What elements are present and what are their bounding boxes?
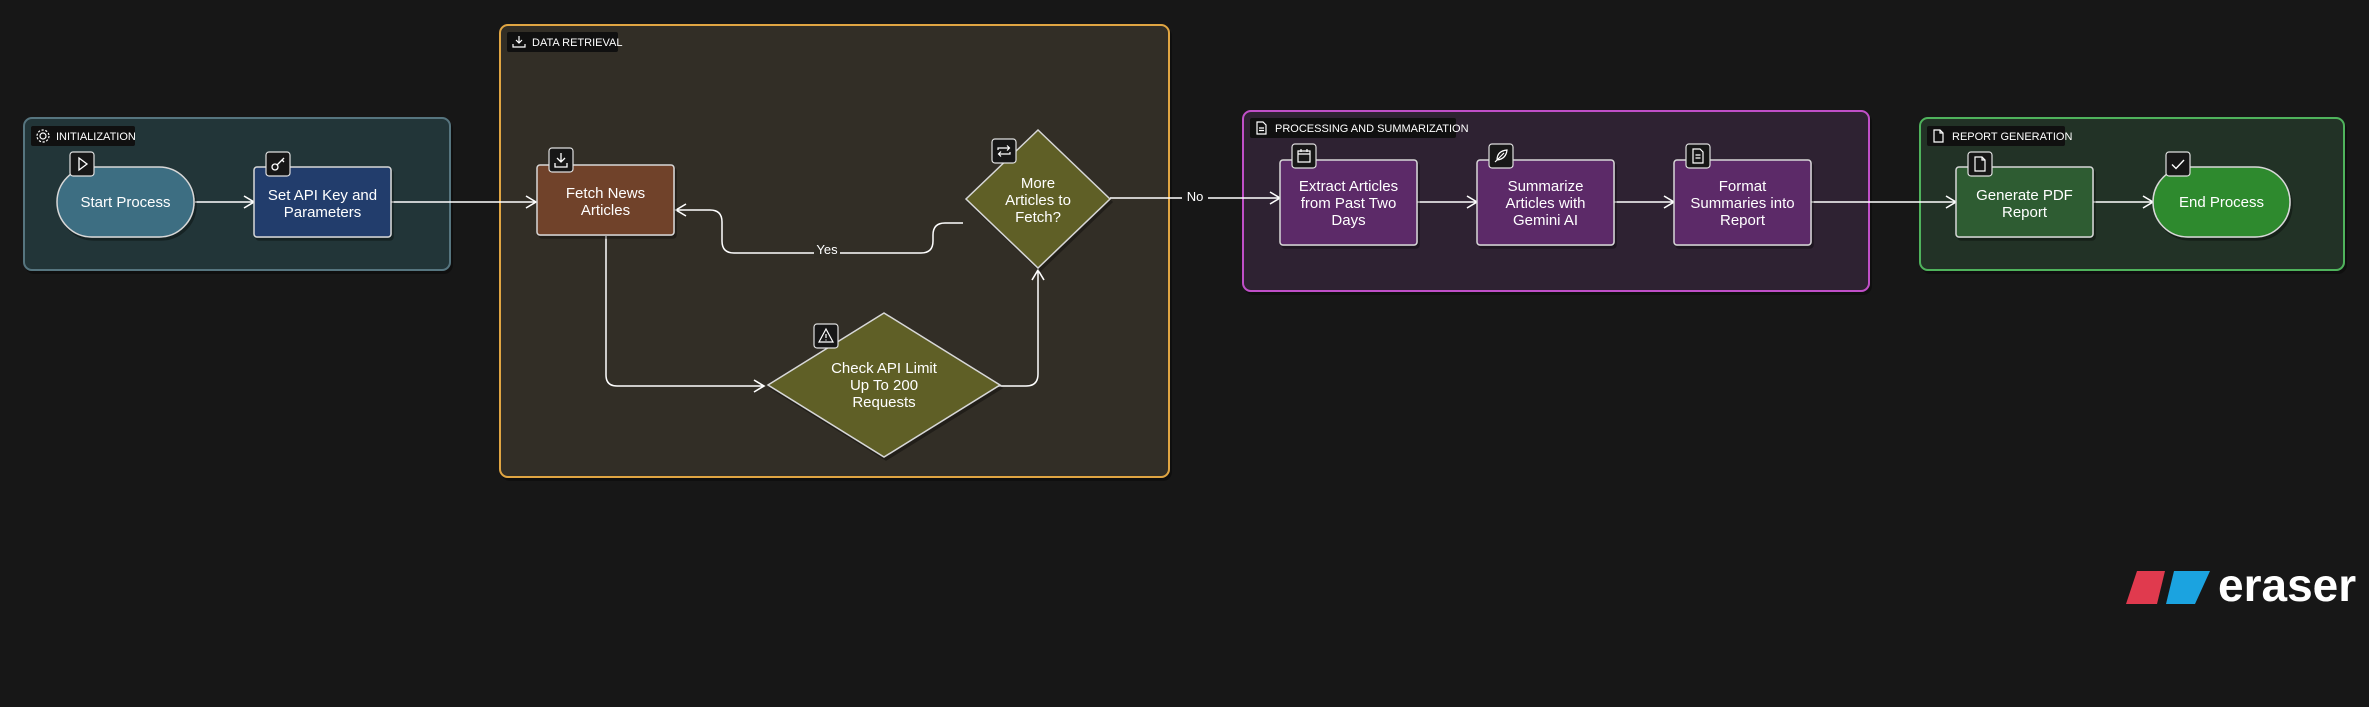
node-label-line: Generate PDF [1976, 187, 2073, 204]
file-icon [1967, 151, 1993, 177]
key-icon [265, 151, 291, 177]
play-icon [69, 151, 95, 177]
node-start-process[interactable]: Start Process [56, 151, 195, 238]
node-label-end: End Process [2179, 194, 2264, 211]
node-label-line: Articles to [1005, 192, 1071, 209]
node-label-line: Fetch? [1015, 209, 1061, 226]
group-label-report: REPORT GENERATION [1952, 131, 2072, 143]
document-icon [1685, 143, 1711, 169]
check-icon [2165, 151, 2191, 177]
node-label-line: Requests [852, 394, 915, 411]
node-label-line: from Past Two [1301, 195, 1397, 212]
warning-icon [813, 323, 839, 349]
node-label-line: Set API Key and [268, 187, 377, 204]
logo-wordmark: eraser [2218, 559, 2356, 611]
gear-icon [36, 129, 50, 143]
node-label-start: Start Process [80, 194, 170, 211]
edge-label-bg-no [1182, 188, 1208, 205]
download-icon [548, 147, 574, 173]
node-label-line: End Process [2179, 194, 2264, 211]
node-label-line: Check API Limit [831, 360, 938, 377]
edge-label-no: No [1187, 189, 1204, 204]
node-end-process[interactable]: End Process [2152, 151, 2291, 238]
edge-label-yes: Yes [816, 242, 838, 257]
calendar-icon [1291, 143, 1317, 169]
eraser-logo: eraser [2126, 559, 2356, 611]
node-label-line: Start Process [80, 194, 170, 211]
node-label-line: Gemini AI [1513, 212, 1578, 229]
edge-label-bg-yes [814, 241, 840, 258]
repeat-icon [991, 138, 1017, 164]
node-label-line: Report [1720, 212, 1766, 229]
logo-blue-shape [2166, 571, 2210, 604]
node-label-line: Up To 200 [850, 377, 918, 394]
document-icon [1256, 121, 1267, 135]
node-label-line: Days [1331, 212, 1365, 229]
group-label-initialization: INITIALIZATION [56, 131, 136, 143]
feather-icon [1488, 143, 1514, 169]
node-label-line: Report [2002, 204, 2048, 221]
node-label-line: Format [1719, 178, 1767, 195]
node-label-line: Fetch News [566, 185, 645, 202]
download-icon [512, 36, 526, 48]
node-label-line: Articles [581, 202, 630, 219]
node-label-line: Parameters [284, 204, 362, 221]
logo-red-shape [2126, 571, 2165, 604]
edge-check-to-more [998, 268, 1045, 387]
group-label-data-retrieval: DATA RETRIEVAL [532, 37, 622, 49]
node-label-line: Articles with [1505, 195, 1585, 212]
file-icon [1933, 129, 1944, 143]
group-label-processing: PROCESSING AND SUMMARIZATION [1275, 123, 1469, 135]
node-label-line: Summaries into [1690, 195, 1794, 212]
node-label-line: Summarize [1508, 178, 1584, 195]
node-label-line: More [1021, 175, 1055, 192]
edge-fetch-to-check [605, 236, 766, 393]
node-label-line: Extract Articles [1299, 178, 1398, 195]
